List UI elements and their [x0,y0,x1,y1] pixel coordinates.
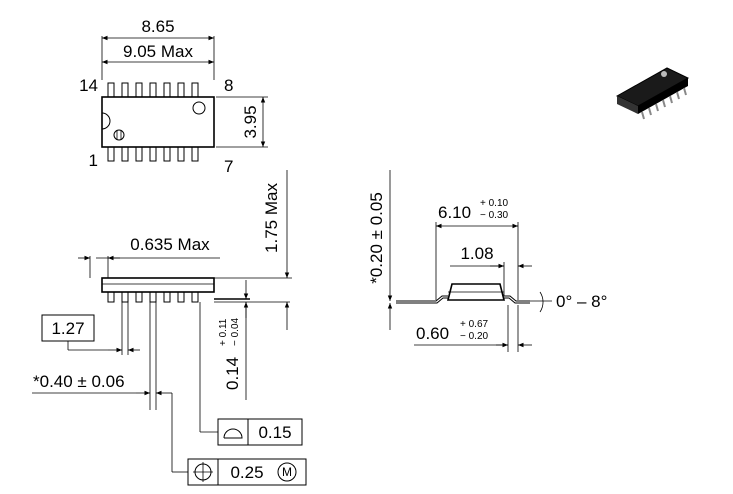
mmc-modifier-icon [277,462,297,482]
pitch-label: 1.27 [51,319,84,338]
body-width-label: 3.95 [241,105,260,138]
top-view-lower-pins [107,146,199,162]
end-offset-label: 0.635 Max [130,235,210,254]
flatness-value: 0.15 [258,423,291,442]
pin1-dot-mark [113,129,125,141]
top-view: 8.65 9.05 Max 14 8 1 7 3.95 [79,17,268,176]
end-view: *0.20 ± 0.05 6.10 + 0.10 − 0.30 1.08 0° … [367,170,607,352]
side-view: 0.635 Max 1.75 Max 0.14 + 0.11 − 0.04 1.… [32,170,307,486]
side-view-leads [107,291,199,303]
flatness-frame: 0.15 [217,418,303,446]
length-max-label: 9.05 Max [123,42,193,61]
pin-7-label: 7 [224,157,233,176]
flatness-icon [223,428,243,439]
foot-length-tol-minus: − 0.20 [460,331,489,342]
overall-width-tol-plus: + 0.10 [480,198,509,209]
pin1-notch [101,112,111,130]
height-max-label: 1.75 Max [262,183,281,253]
overall-width-tol-minus: − 0.30 [480,210,509,221]
pin-1-label: 1 [89,151,98,170]
pin-8-label: 8 [224,76,233,95]
position-frame: 0.25 M [187,458,307,486]
overall-width-label: 6.10 [438,203,471,222]
foot-length-label: 0.60 [416,324,449,343]
standoff-label: 0.14 [223,357,242,390]
end-view-body [446,283,506,301]
position-value: 0.25 [230,463,263,482]
lead-width-label: *0.40 ± 0.06 [33,372,125,391]
package-3d-icon [615,67,690,120]
angle-range-label: 0° – 8° [556,292,607,311]
position-modifier: M [282,465,292,479]
side-view-body [101,277,215,293]
length-nominal-label: 8.65 [141,17,174,36]
ejector-mark [192,101,206,115]
lead-thickness-label: *0.20 ± 0.05 [367,192,386,284]
standoff-tol-plus: + 0.11 [218,318,229,346]
standoff-tol-minus: − 0.04 [230,317,241,346]
foot-length-tol-plus: + 0.67 [460,319,489,330]
top-view-upper-pins [107,82,199,98]
top-view-body [101,96,215,148]
pin-14-label: 14 [79,76,98,95]
lead-length-label: 1.08 [460,244,493,263]
